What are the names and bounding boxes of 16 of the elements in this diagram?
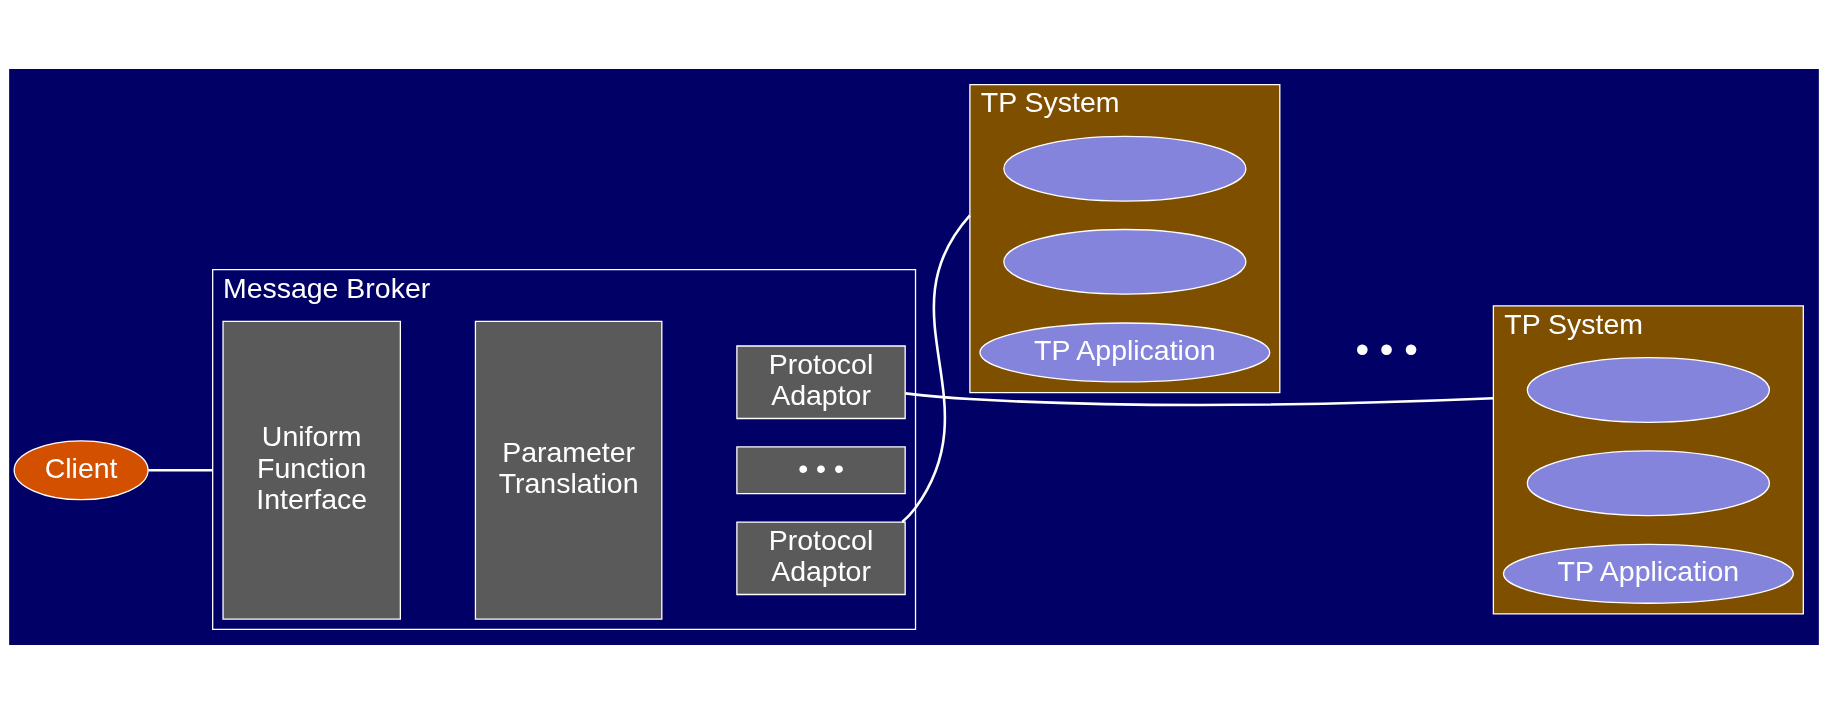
connector bbox=[900, 214, 971, 523]
node-box: Protocol Adaptor bbox=[735, 344, 906, 419]
node-ellipse: TP Application bbox=[1502, 543, 1794, 604]
connector bbox=[904, 391, 1493, 406]
node-box: Parameter Translation bbox=[474, 320, 662, 620]
node-box: Uniform Function Interface bbox=[221, 320, 401, 620]
node-ellipse: Client bbox=[13, 439, 149, 500]
node-ellipse bbox=[1526, 449, 1770, 516]
node-ellipse bbox=[1002, 135, 1246, 202]
node-ellipse: TP Application bbox=[978, 321, 1270, 383]
node-ellipse bbox=[1002, 228, 1246, 295]
connector bbox=[147, 468, 213, 472]
node-ellipse bbox=[1526, 356, 1770, 423]
node-box: • • • bbox=[735, 445, 906, 494]
label: • • • bbox=[1354, 327, 1418, 371]
node-box: Protocol Adaptor bbox=[735, 520, 906, 595]
